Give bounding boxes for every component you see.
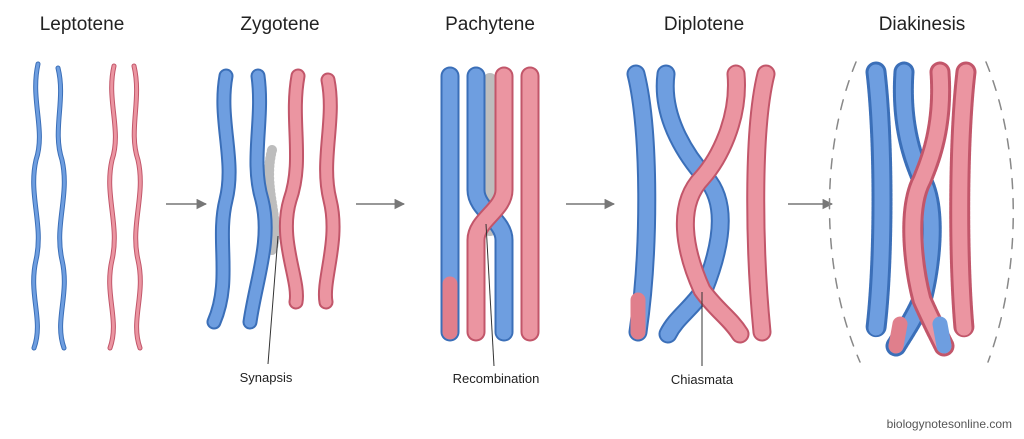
diakinesis-recombined-tip-red [888, 316, 908, 354]
source-credit: biologynotesonline.com [887, 417, 1012, 431]
diakinesis-title: Diakinesis [879, 14, 966, 35]
pachytene-title: Pachytene [445, 14, 535, 35]
synaptonemal-complex-zygotene [264, 145, 280, 255]
synapsis-pointer [267, 235, 279, 365]
leptotene-chromosomes [31, 61, 143, 351]
leptotene-title: Leptotene [40, 14, 125, 35]
diakinesis-recombined-tip-blue [932, 316, 952, 354]
nuclear-envelope-fragment-left [828, 61, 861, 363]
recombination-label: Recombination [453, 371, 540, 386]
pachytene-chromosomes [440, 66, 540, 342]
synapsis-label: Synapsis [240, 370, 293, 385]
nuclear-envelope-fragment-right [985, 61, 1014, 363]
chiasmata-label: Chiasmata [671, 372, 734, 387]
zygotene-chromosomes [206, 68, 341, 330]
diplotene-title: Diplotene [664, 14, 744, 35]
zygotene-title: Zygotene [240, 14, 319, 35]
recombination-pointer [485, 223, 495, 367]
diakinesis-chromosomes [828, 61, 1014, 363]
diplotene-chromosomes [626, 64, 776, 344]
